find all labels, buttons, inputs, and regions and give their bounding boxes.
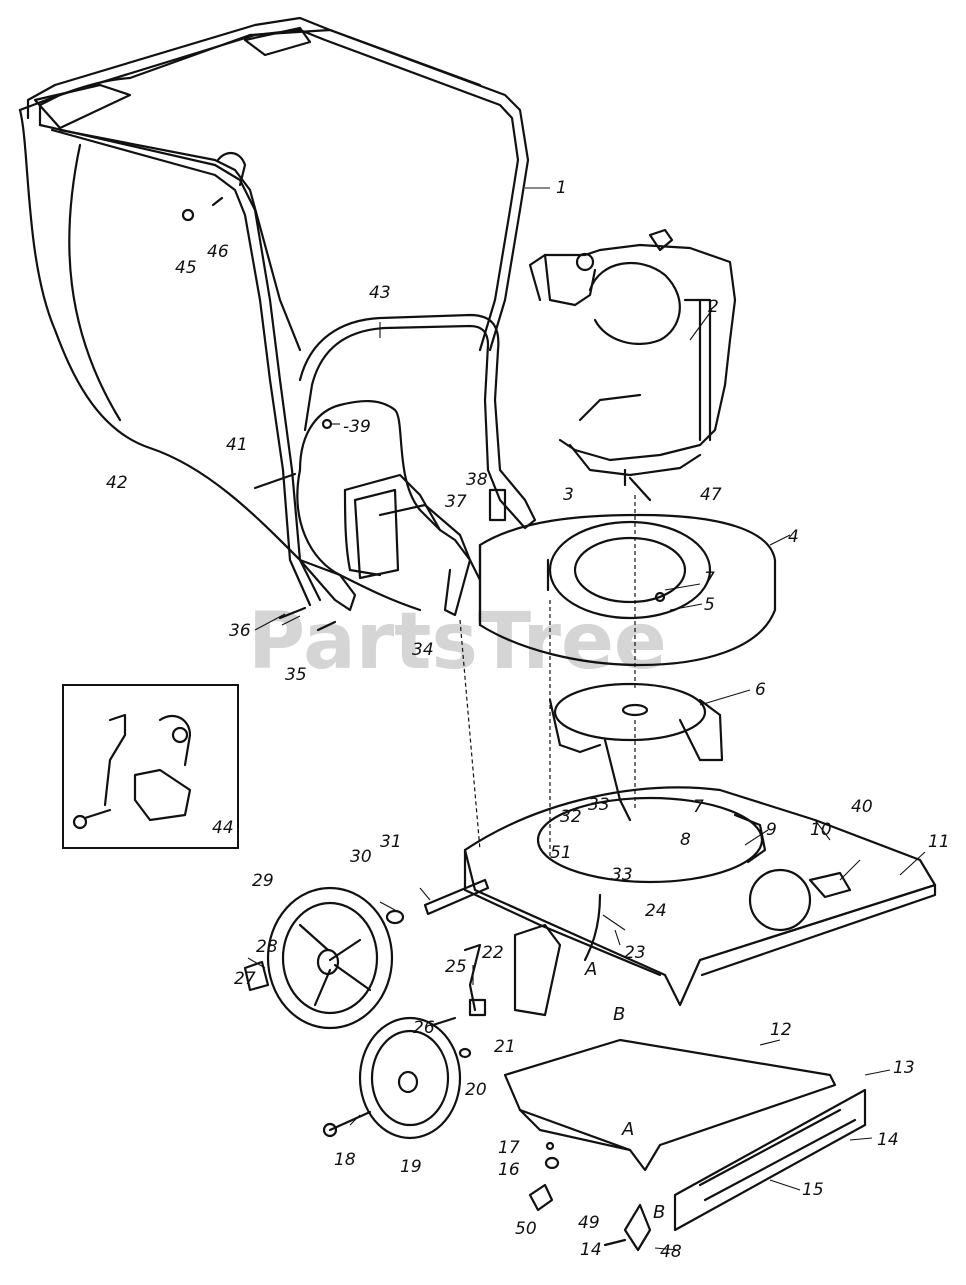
part-label-p44: 44	[212, 818, 234, 838]
part-label-p13: 13	[893, 1058, 915, 1078]
part-label-p35: 35	[285, 665, 307, 685]
housing-deck	[463, 786, 937, 1007]
part-label-p25: 25	[445, 957, 467, 977]
part-label-p27: 27	[234, 969, 256, 989]
part-label-p32: 32	[560, 807, 582, 827]
part-label-p51: 51	[550, 843, 572, 863]
inset-box	[62, 684, 239, 849]
wheel-upper	[266, 886, 394, 1030]
part-label-p31: 31	[380, 832, 402, 852]
part-label-p46: 46	[207, 242, 229, 262]
part-label-p49: 49	[578, 1213, 600, 1233]
discharge-chute	[296, 400, 482, 617]
part-label-p47: 47	[700, 485, 722, 505]
bag-frame	[298, 313, 537, 530]
part-label-p21: 21	[494, 1037, 516, 1057]
part-label-p28: 28	[256, 937, 278, 957]
part-label-p16: 16	[498, 1160, 520, 1180]
part-label-p4: 4	[788, 527, 799, 547]
reference-letter-refB1: B	[613, 1004, 625, 1025]
part-label-p8: 8	[680, 830, 691, 850]
part-label-p34: 34	[412, 640, 434, 660]
part-label-p9: 9	[766, 820, 777, 840]
part-label-p2: 2	[708, 297, 719, 317]
part-label-p3: 3	[563, 485, 574, 505]
part-label-p19: 19	[400, 1157, 422, 1177]
part-label-p33b: 33	[611, 865, 633, 885]
bottom-hardware	[528, 1141, 652, 1252]
part-label-p50: 50	[515, 1219, 537, 1239]
part-label-p20: 20	[465, 1080, 487, 1100]
part-label-p7a: 7	[704, 569, 715, 589]
part-label-p22: 22	[482, 943, 504, 963]
reference-letter-refA1: A	[584, 959, 597, 980]
part-label-p33a: 33	[588, 795, 610, 815]
part-label-p18: 18	[334, 1150, 356, 1170]
part-label-p15: 15	[802, 1180, 824, 1200]
part-label-p11: 11	[928, 832, 950, 852]
part-label-p10: 10	[810, 820, 832, 840]
part-label-p5: 5	[704, 595, 715, 615]
part-label-p38: 38	[466, 470, 488, 490]
part-label-p1: 1	[556, 178, 567, 198]
assembly-guide-lines	[459, 495, 636, 860]
part-label-p6: 6	[755, 680, 766, 700]
part-label-p37: 37	[445, 492, 467, 512]
scraper-assembly	[673, 1088, 867, 1232]
handle-assembly	[26, 16, 530, 612]
reference-letter-refA2: A	[621, 1119, 634, 1140]
part-label-p26: 26	[413, 1018, 435, 1038]
reference-letter-refB2: B	[653, 1202, 665, 1223]
part-label-p29: 29	[252, 871, 274, 891]
part-label-p40: 40	[851, 797, 873, 817]
part-label-p41: 41	[226, 435, 248, 455]
part-label-p43: 43	[369, 283, 391, 303]
part-label-p42: 42	[106, 473, 128, 493]
leader-lines	[247, 187, 926, 1251]
impeller	[548, 682, 724, 822]
wheel-lower	[358, 1016, 462, 1140]
watermark: PartsTree	[248, 597, 667, 687]
part-label-p23: 23	[624, 943, 646, 963]
part-label-p7b: 7	[693, 797, 704, 817]
axle-and-hardware	[243, 871, 852, 1138]
part-label-p48: 48	[660, 1242, 682, 1262]
fan-housing	[478, 513, 777, 667]
leaf-bag	[18, 26, 482, 577]
part-label-p14a: 14	[877, 1130, 899, 1150]
part-label-p14b: 14	[580, 1240, 602, 1260]
part-label-p39: -39	[343, 417, 371, 437]
reference-letters: A A B B	[584, 959, 665, 1223]
engine	[528, 228, 737, 502]
part-label-p45: 45	[175, 258, 197, 278]
part-label-p17: 17	[498, 1138, 520, 1158]
part-label-p30: 30	[350, 847, 372, 867]
part-label-p12: 12	[770, 1020, 792, 1040]
bottom-plate	[503, 1038, 837, 1172]
misc-hardware	[181, 196, 666, 632]
part-label-p24: 24	[645, 901, 667, 921]
part-label-p36: 36	[229, 621, 251, 641]
